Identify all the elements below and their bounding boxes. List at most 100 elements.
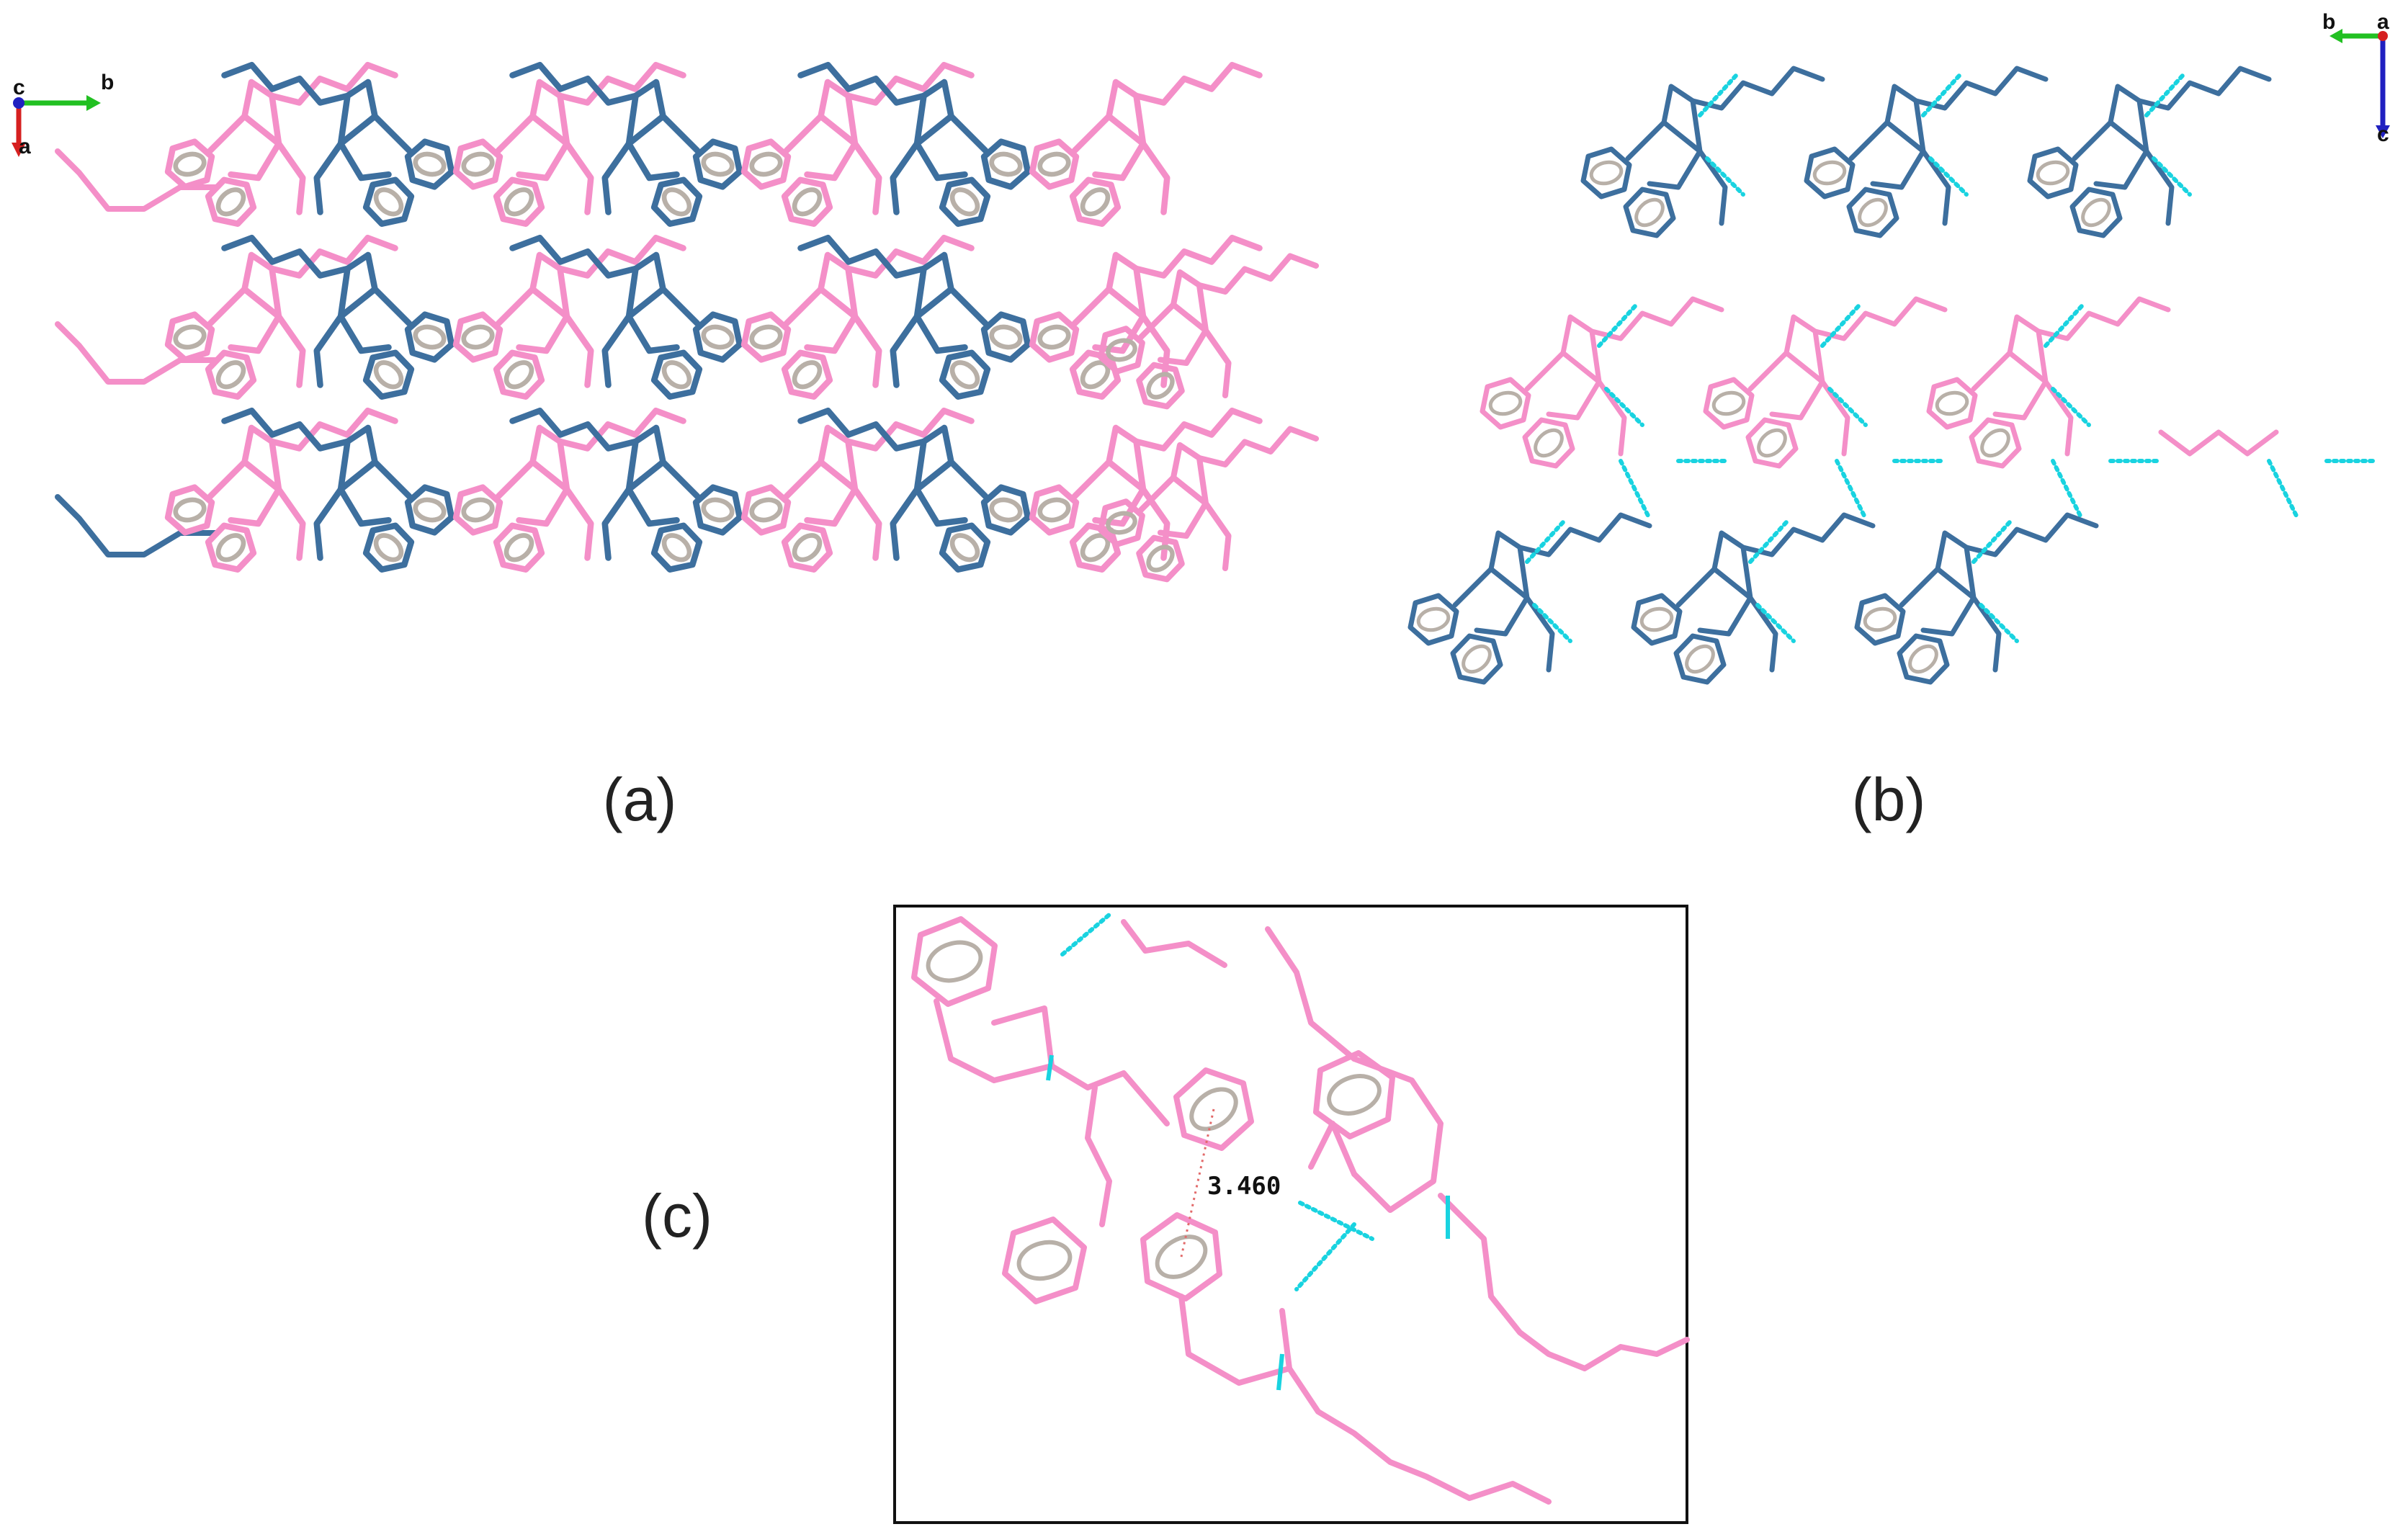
hydrogen-bond [1971, 520, 2012, 564]
aromatic-ring-ellipse [749, 324, 783, 350]
benzene-ring [1098, 498, 1145, 547]
cage-bonds [529, 251, 570, 320]
alkyl-chain [269, 407, 398, 452]
side-arm [1920, 148, 1951, 226]
side-arm [851, 486, 882, 561]
aromatic-ring-ellipse [1711, 390, 1746, 416]
aromatic-ring-ellipse [1639, 606, 1674, 632]
aromatic-ring-ellipse [1016, 1240, 1073, 1281]
cage-bonds [1351, 1056, 1444, 1213]
side-arm [1202, 500, 1232, 572]
zoom-molecules [911, 916, 1690, 1505]
cage-bonds [1106, 424, 1147, 493]
alkyl-chain [797, 61, 927, 106]
layer-molecule [1631, 512, 1876, 685]
molecular-layer [1580, 66, 2272, 238]
aromatic-ring-ellipse [373, 187, 404, 217]
cage-bonds [1783, 314, 1825, 385]
packed-molecule [221, 61, 455, 227]
aromatic-ring-ellipse [373, 360, 404, 390]
aromatic-ring-ellipse [1488, 390, 1523, 416]
alkyl-chain [1812, 296, 1948, 341]
cage-bonds [207, 459, 282, 527]
aromatic-ring-ellipse [1757, 428, 1787, 458]
aromatic-ring-ellipse [1812, 160, 1847, 186]
benzene-ring [939, 176, 991, 227]
cage-bonds [625, 113, 701, 182]
benzene-ring [452, 484, 503, 536]
aromatic-ring-ellipse [792, 360, 823, 390]
cage-bonds [1308, 1121, 1357, 1177]
cage-bonds [241, 79, 282, 147]
cage-bonds [337, 113, 413, 182]
aromatic-ring-ellipse [949, 360, 980, 390]
aromatic-ring-ellipse [215, 360, 246, 390]
cage-bonds [783, 459, 859, 527]
alkyl-chain [1913, 66, 2049, 111]
packed-molecule [797, 407, 1031, 573]
benzene-ring [1407, 593, 1459, 646]
benzene-ring [980, 484, 1031, 536]
cage-bonds [818, 79, 859, 147]
benzene-ring [452, 138, 503, 190]
packed-molecule [221, 234, 455, 400]
benzene-ring [1450, 633, 1503, 685]
aromatic-ring-ellipse [503, 187, 534, 217]
cage-bonds [913, 113, 989, 182]
aromatic-ring-ellipse [1416, 606, 1451, 632]
benzene-ring [1069, 176, 1122, 227]
hydrogen-bond [1525, 520, 1565, 564]
aromatic-ring-ellipse [503, 533, 534, 563]
alkyl-chain [2136, 66, 2272, 111]
benzene-ring [1522, 417, 1575, 469]
benzene-ring [1745, 417, 1799, 469]
benzene-ring [205, 176, 257, 227]
cage-bonds [495, 459, 570, 527]
cage-bonds [818, 424, 859, 493]
cage-bonds [337, 424, 378, 493]
benzene-ring [911, 916, 998, 1007]
side-arm [601, 313, 632, 388]
aromatic-ring-ellipse [413, 151, 447, 177]
benzene-ring [1136, 534, 1185, 583]
packed-molecule [452, 407, 686, 573]
benzene-ring [493, 176, 545, 227]
packed-molecule [509, 407, 743, 573]
alkyl-chain [557, 61, 686, 106]
alkyl-chain [1085, 1085, 1112, 1227]
packed-molecule [509, 61, 743, 227]
alkyl-chain [845, 234, 975, 279]
aromatic-ring-ellipse [661, 533, 692, 563]
cage-bonds [1137, 301, 1209, 367]
axis-label-b: b [101, 71, 114, 94]
alkyl-chain [1196, 253, 1320, 295]
side-arm [563, 140, 594, 215]
cage-bonds [1137, 474, 1209, 539]
alkyl-chain [1517, 512, 1652, 557]
benzene-ring [1804, 146, 1856, 200]
panel-label-c: (c) [642, 1182, 712, 1250]
side-arm [563, 313, 594, 388]
hydrogen-bond [1532, 603, 1572, 643]
hydrogen-bond [1820, 304, 1861, 348]
cage-bonds [1106, 79, 1147, 147]
benzene-ring [1703, 377, 1755, 430]
packed-molecule [797, 234, 1031, 400]
cage-bonds [207, 286, 282, 354]
panel-b-packing-view [1407, 66, 2379, 685]
cage-bonds [913, 79, 954, 147]
cage-bonds [1935, 530, 1977, 601]
benzene-ring [1098, 326, 1145, 375]
alkyl-chain [557, 407, 686, 452]
terminal-chain [55, 494, 219, 557]
hydrogen-bond [1979, 603, 2019, 643]
packed-molecule [740, 407, 975, 573]
axis-label-c: c [2377, 122, 2389, 146]
side-arm [1971, 595, 2002, 673]
alkyl-chain [269, 234, 398, 279]
side-arm [601, 486, 632, 561]
aromatic-ring-ellipse [461, 497, 495, 523]
cage-bonds [495, 286, 570, 354]
aromatic-ring-ellipse [1146, 545, 1175, 573]
cage-bonds [913, 424, 954, 493]
